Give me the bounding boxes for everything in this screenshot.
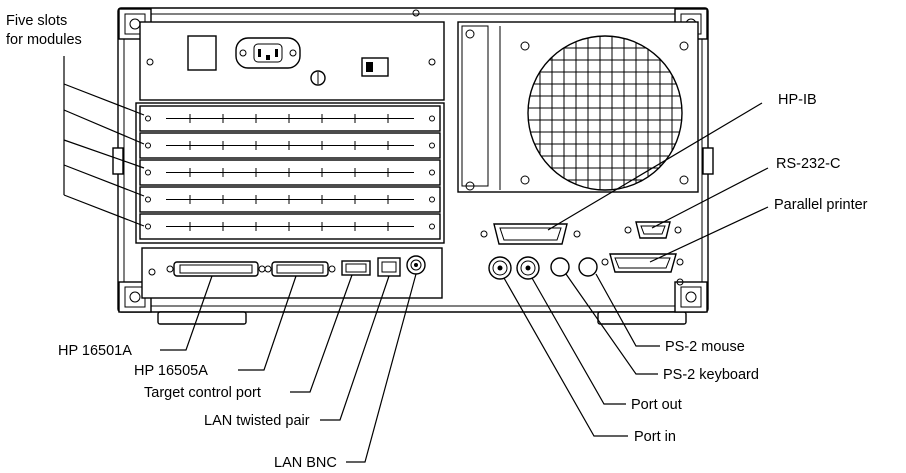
module-slot bbox=[139, 213, 441, 240]
label-port-in: Port in bbox=[634, 429, 676, 445]
label-lan-bnc: LAN BNC bbox=[274, 455, 337, 471]
module-slot bbox=[139, 105, 441, 132]
label-hp-ib: HP-IB bbox=[778, 92, 817, 108]
label-hp16505a: HP 16505A bbox=[134, 363, 208, 379]
port-in-connector bbox=[488, 256, 512, 280]
label-ps2-keyboard: PS-2 keyboard bbox=[663, 367, 759, 383]
connector-panel bbox=[141, 247, 443, 299]
lan-bnc-connector bbox=[406, 255, 426, 275]
label-hp16501a: HP 16501A bbox=[58, 343, 132, 359]
port-out-connector bbox=[516, 256, 540, 280]
hp16505a-connector bbox=[264, 261, 336, 277]
parallel-printer-connector bbox=[601, 253, 684, 273]
label-parallel-printer: Parallel printer bbox=[774, 197, 868, 213]
module-slots bbox=[135, 102, 445, 244]
rear-ports bbox=[480, 221, 684, 286]
hp16501a-connector bbox=[166, 261, 266, 277]
labels: Five slots for modules HP-IB RS-232-C Pa… bbox=[6, 13, 868, 471]
rs232c-connector bbox=[624, 221, 682, 239]
label-rs232c: RS-232-C bbox=[776, 156, 840, 172]
power-switch bbox=[187, 35, 217, 71]
ac-power-inlet bbox=[235, 37, 301, 69]
voltage-selector bbox=[361, 57, 389, 77]
label-target-control-port: Target control port bbox=[144, 385, 261, 401]
ps2-keyboard-port bbox=[550, 257, 570, 277]
fan-panel bbox=[457, 21, 699, 193]
label-ps2-mouse: PS-2 mouse bbox=[665, 339, 745, 355]
label-port-out: Port out bbox=[631, 397, 682, 413]
leader-lines bbox=[63, 56, 769, 463]
module-slot bbox=[139, 159, 441, 186]
target-control-port bbox=[341, 260, 371, 276]
fan-grille bbox=[527, 35, 683, 191]
power-supply-panel bbox=[139, 21, 445, 101]
label-lan-twisted-pair: LAN twisted pair bbox=[204, 413, 310, 429]
label-five-slots-line2: for modules bbox=[6, 32, 82, 48]
lan-twisted-pair-port bbox=[377, 257, 401, 277]
ps2-mouse-port bbox=[578, 257, 598, 277]
module-slot bbox=[139, 186, 441, 213]
module-slot bbox=[139, 132, 441, 159]
label-five-slots-line1: Five slots bbox=[6, 13, 67, 29]
